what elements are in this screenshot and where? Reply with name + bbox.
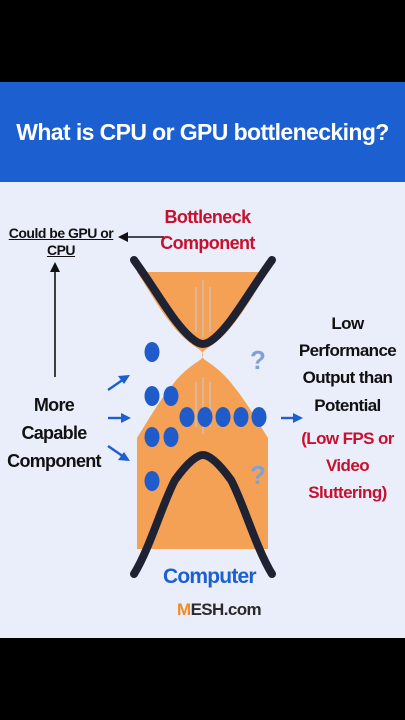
dot	[233, 407, 249, 427]
bottleneck-diagram: ? ?	[50, 232, 303, 578]
output-description: Low Performance Output than Potential (L…	[298, 314, 397, 503]
output-arrow-icon	[281, 413, 303, 423]
infographic-frame: What is CPU or GPU bottlenecking?	[0, 82, 405, 638]
arrow-right-up-icon	[107, 375, 130, 391]
dot	[215, 407, 231, 427]
upper-boundary-curve	[130, 256, 276, 349]
dot	[144, 342, 160, 362]
dot	[163, 386, 179, 406]
source-label: Could be GPU or CPU	[8, 225, 114, 258]
dot	[197, 407, 213, 427]
dot	[163, 427, 179, 447]
title-banner: What is CPU or GPU bottlenecking?	[0, 82, 405, 182]
arrow-left-icon	[118, 232, 164, 242]
input-arrows	[107, 375, 131, 461]
dot	[144, 427, 160, 447]
question-mark-upper: ?	[250, 345, 266, 375]
data-dots	[144, 342, 267, 491]
question-mark-lower: ?	[250, 460, 266, 490]
dot	[144, 471, 160, 491]
page-title: What is CPU or GPU bottlenecking?	[16, 118, 389, 145]
bottleneck-label: Bottleneck Component	[160, 207, 255, 254]
arrow-up-icon	[50, 262, 60, 377]
dot	[179, 407, 195, 427]
capable-component-label: More Capable Component	[7, 395, 101, 471]
watermark-computer: Computer	[163, 565, 257, 588]
watermark-mesh: MESH.com	[177, 600, 262, 619]
dot	[251, 407, 267, 427]
dot	[144, 386, 160, 406]
arrow-right-down-icon	[107, 445, 130, 461]
lower-boundary-curve	[130, 450, 276, 578]
arrow-right-icon	[108, 413, 131, 423]
